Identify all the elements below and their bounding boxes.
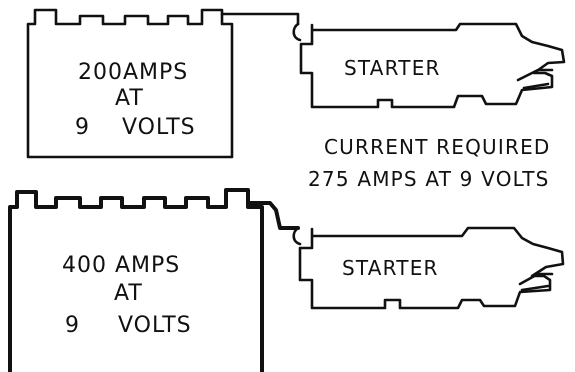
battery-200-amps-volts-number: 9: [75, 115, 90, 140]
current-required-caption: CURRENT REQUIRED: [324, 135, 551, 159]
starter-top-label: STARTER: [344, 56, 441, 80]
battery-400-amps-rating: 400 AMPS: [62, 253, 180, 278]
cable-bottom: [246, 201, 300, 230]
battery-400-amps-volts-unit: VOLTS: [118, 313, 192, 338]
starter-bottom: STARTER: [292, 226, 565, 310]
starter-top: STARTER: [292, 22, 566, 109]
battery-400-amps-at: AT: [114, 281, 143, 306]
cable-top: [220, 12, 300, 26]
starter-bottom-label: STARTER: [342, 256, 439, 280]
battery-400-amps: 400 AMPS AT 9 VOLTS: [8, 188, 264, 372]
battery-200-amps: 200AMPS AT 9 VOLTS: [26, 8, 234, 159]
current-required-value: 275 AMPS AT 9 VOLTS: [308, 167, 550, 191]
battery-400-amps-volts-number: 9: [65, 313, 80, 338]
battery-200-amps-at: AT: [115, 86, 144, 111]
battery-200-amps-rating: 200AMPS: [78, 60, 188, 85]
battery-200-amps-volts-unit: VOLTS: [122, 115, 196, 140]
